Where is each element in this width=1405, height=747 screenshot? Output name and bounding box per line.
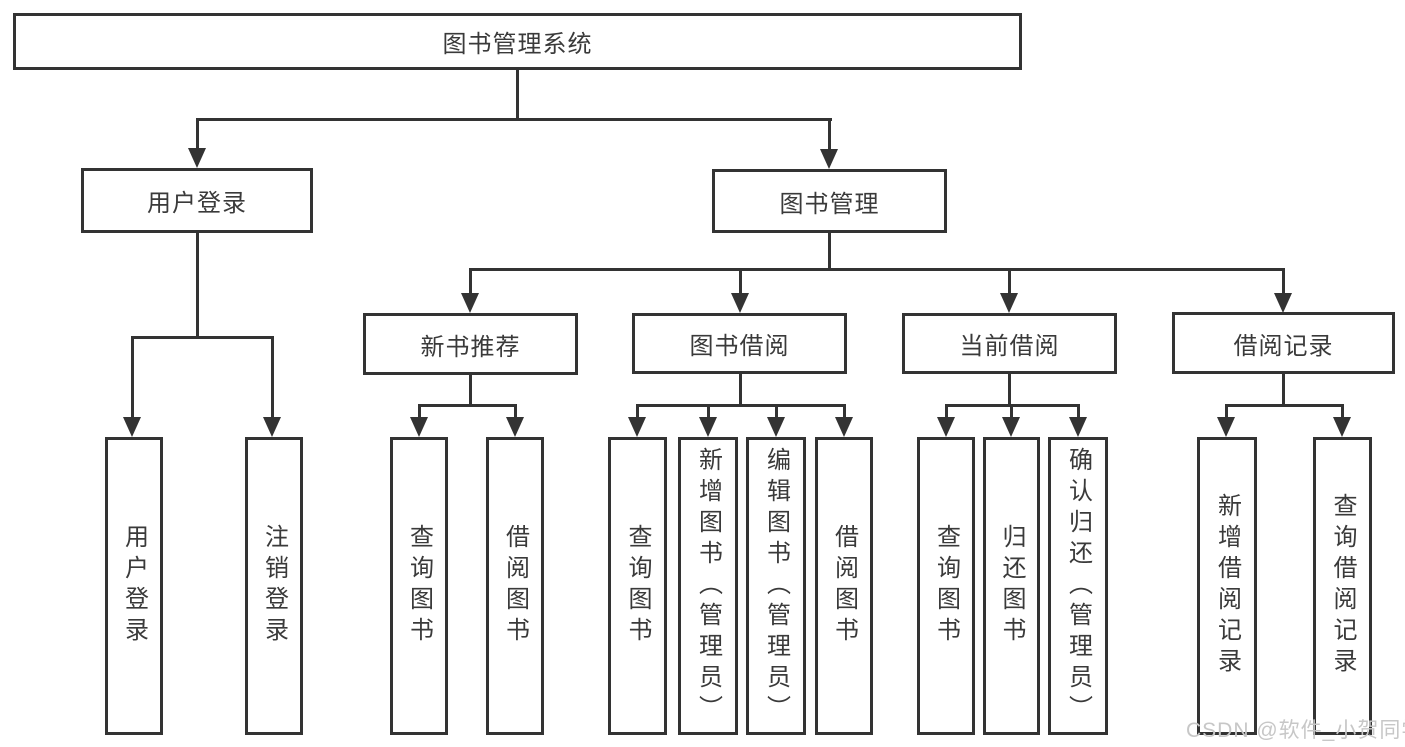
node-library-management-system: 图书管理系统 — [13, 13, 1022, 70]
connector-line — [196, 118, 832, 121]
arrow-down-icon — [699, 417, 717, 437]
csdn-watermark: CSDN @软件_小贺同学 — [1186, 719, 1405, 742]
connector-line — [516, 70, 519, 119]
connector-line — [843, 404, 846, 419]
arrow-down-icon — [1333, 417, 1351, 437]
arrow-down-icon — [628, 417, 646, 437]
arrow-down-icon — [263, 417, 281, 437]
connector-line — [1225, 404, 1228, 419]
node-label: 图书管理 — [779, 190, 880, 218]
node-query-books-current: 查询图书 — [917, 437, 975, 735]
node-label: 图书借阅 — [689, 333, 790, 360]
connector-line — [469, 375, 472, 406]
connector-line — [196, 233, 199, 338]
connector-line — [469, 268, 472, 295]
node-label: 图书管理系统 — [442, 31, 593, 58]
arrow-down-icon — [835, 417, 853, 437]
connector-line — [739, 374, 742, 406]
connector-line — [1225, 404, 1344, 407]
arrow-down-icon — [731, 293, 749, 313]
arrow-down-icon — [1069, 417, 1087, 437]
node-label: 借阅图书 — [830, 524, 858, 648]
connector-line — [1282, 268, 1285, 295]
connector-line — [828, 118, 831, 150]
connector-line — [739, 268, 742, 295]
connector-line — [1008, 374, 1011, 406]
node-label: 查询图书 — [932, 524, 960, 648]
node-borrow-books: 借阅图书 — [815, 437, 873, 735]
node-borrow-books-recommend: 借阅图书 — [486, 437, 544, 735]
connector-line — [271, 336, 274, 418]
connector-line — [707, 404, 710, 419]
connector-line — [636, 404, 639, 419]
arrow-down-icon — [506, 417, 524, 437]
node-user-login: 用户登录 — [105, 437, 163, 735]
arrow-down-icon — [820, 149, 838, 169]
connector-line — [1010, 404, 1013, 419]
connector-line — [828, 233, 831, 270]
node-user-login-group: 用户登录 — [81, 168, 313, 233]
node-return-books: 归还图书 — [983, 437, 1040, 735]
node-query-books-borrow: 查询图书 — [608, 437, 667, 735]
node-add-books-admin: 新增图书（管理员） — [678, 437, 738, 735]
connector-line — [1077, 404, 1080, 419]
node-add-borrow-record: 新增借阅记录 — [1197, 437, 1257, 735]
node-borrowing-records: 借阅记录 — [1172, 312, 1395, 374]
connector-line — [1008, 268, 1011, 295]
node-new-book-recommend: 新书推荐 — [363, 313, 578, 375]
connector-line — [418, 404, 517, 407]
node-query-books-recommend: 查询图书 — [390, 437, 448, 735]
connector-line — [945, 404, 948, 419]
node-label: 新增借阅记录 — [1213, 493, 1241, 679]
arrow-down-icon — [188, 148, 206, 168]
node-label: 注销登录 — [260, 524, 288, 648]
node-current-borrowing: 当前借阅 — [902, 313, 1117, 374]
arrow-down-icon — [1002, 417, 1020, 437]
node-label: 用户登录 — [120, 524, 148, 648]
arrow-down-icon — [1000, 293, 1018, 313]
connector-line — [469, 268, 1283, 271]
arrow-down-icon — [937, 417, 955, 437]
connector-line — [131, 336, 274, 339]
node-label: 借阅记录 — [1233, 332, 1334, 360]
connector-line — [514, 404, 517, 419]
node-book-borrowing: 图书借阅 — [632, 313, 847, 374]
connector-line — [636, 404, 846, 407]
connector-line — [775, 404, 778, 419]
node-book-management: 图书管理 — [712, 169, 947, 233]
node-label: 用户登录 — [147, 190, 247, 217]
node-label: 借阅图书 — [501, 524, 529, 648]
arrow-down-icon — [461, 293, 479, 313]
node-label: 新书推荐 — [420, 333, 521, 361]
node-label: 查询借阅记录 — [1329, 493, 1356, 679]
node-edit-books-admin: 编辑图书（管理员） — [746, 437, 806, 735]
arrow-down-icon — [123, 417, 141, 437]
connector-line — [131, 336, 134, 418]
arrow-down-icon — [1217, 417, 1235, 437]
node-label: 查询图书 — [624, 524, 651, 648]
arrow-down-icon — [1274, 293, 1292, 313]
node-label: 编辑图书（管理员） — [762, 446, 790, 726]
node-label: 归还图书 — [998, 524, 1025, 648]
connector-line — [1282, 374, 1285, 406]
node-label: 查询图书 — [405, 524, 433, 648]
node-logout: 注销登录 — [245, 437, 303, 735]
node-label: 确认归还（管理员） — [1064, 446, 1092, 726]
arrow-down-icon — [767, 417, 785, 437]
connector-line — [418, 404, 421, 419]
node-label: 当前借阅 — [959, 333, 1060, 360]
connector-line — [1341, 404, 1344, 419]
connector-line — [196, 118, 199, 150]
arrow-down-icon — [410, 417, 428, 437]
node-confirm-return-admin: 确认归还（管理员） — [1048, 437, 1108, 735]
node-query-borrow-record: 查询借阅记录 — [1313, 437, 1372, 735]
node-label: 新增图书（管理员） — [694, 446, 722, 726]
